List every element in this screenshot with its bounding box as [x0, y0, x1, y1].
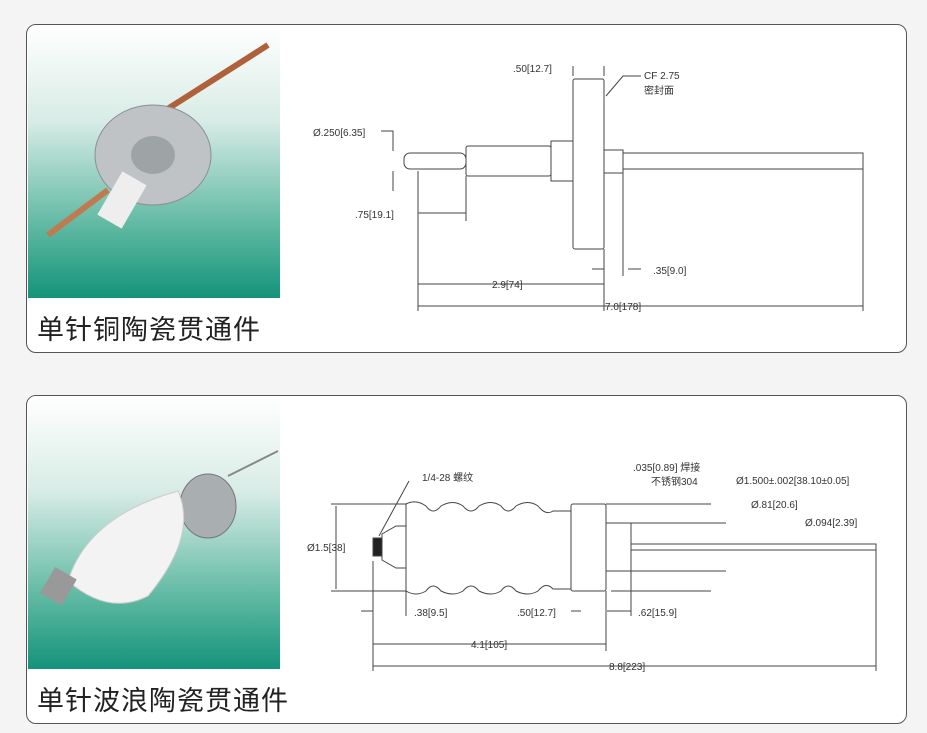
feedthrough-image [40, 450, 279, 606]
dimension-label: 1/4-28 螺纹 [422, 471, 473, 484]
dimension-label: Ø.094[2.39] [805, 518, 857, 529]
dimension-label: .50[12.7] [517, 608, 556, 619]
product-card-copper[interactable]: 单针铜陶瓷贯通件 .50[12.7] CF 2.75 密封面 Ø.250[6.3… [26, 24, 907, 353]
product-photo [28, 25, 280, 298]
dimension-label: 7.0[178] [605, 302, 641, 313]
product-photo [28, 396, 280, 669]
dimension-label: .035[0.89] 焊接 [633, 461, 700, 474]
dimension-label: 4.1[105] [471, 640, 507, 651]
dimension-label: 不锈钢304 [651, 475, 698, 488]
feedthrough-image [46, 42, 270, 238]
dimension-label: .50[12.7] [513, 64, 552, 75]
dimension-label: Ø1.500±.002[38.10±0.05] [736, 476, 850, 487]
dimension-label: Ø1.5[38] [307, 543, 346, 554]
dimension-label: 密封面 [644, 84, 674, 97]
dimension-label: .35[9.0] [653, 266, 687, 277]
dimension-label: CF 2.75 [644, 71, 680, 82]
dimension-label: .75[19.1] [355, 210, 394, 221]
technical-drawing: .50[12.7] CF 2.75 密封面 Ø.250[6.35] .75[19… [313, 64, 864, 313]
technical-drawing: 1/4-28 螺纹 .035[0.89] 焊接 不锈钢304 Ø1.500±.0… [307, 461, 877, 673]
dimension-label: 2.9[74] [492, 280, 523, 291]
dimension-label: 8.8[223] [609, 662, 645, 673]
dimension-label: Ø.81[20.6] [751, 500, 798, 511]
dimension-label: .62[15.9] [638, 608, 677, 619]
dimension-label: .38[9.5] [414, 608, 448, 619]
product-card-bellows[interactable]: 单针波浪陶瓷贯通件 1/4-28 螺纹 .035[0.89] 焊接 不锈钢304… [26, 395, 907, 724]
product-title: 单针铜陶瓷贯通件 [37, 315, 261, 345]
product-title: 单针波浪陶瓷贯通件 [37, 686, 289, 716]
dimension-label: Ø.250[6.35] [313, 128, 365, 139]
